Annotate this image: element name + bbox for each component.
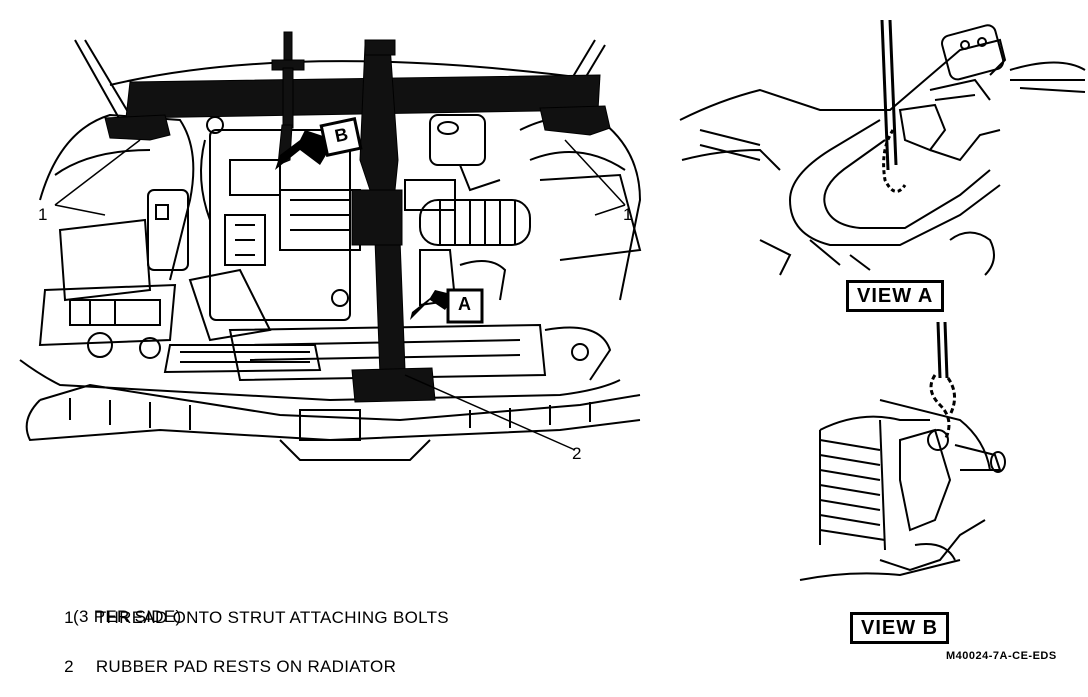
view-a-chain bbox=[880, 19, 907, 193]
callout-leaders bbox=[54, 139, 626, 451]
legend-item-1-subtext: (3 PER SIDE) bbox=[73, 607, 182, 626]
legend-item-1-number: 1 bbox=[64, 608, 74, 627]
view-a-detail bbox=[679, 24, 1086, 276]
legend-item-2-text: RUBBER PAD RESTS ON RADIATOR bbox=[95, 657, 397, 676]
engine-support-fixture bbox=[104, 31, 611, 403]
view-b-caption: VIEW B bbox=[850, 612, 950, 644]
arrow-a-pointer bbox=[410, 288, 484, 324]
legend-item-1: 1 THREAD ONTO STRUT ATTACHING BOLTS bbox=[44, 588, 449, 648]
legend-item-1-text: THREAD ONTO STRUT ATTACHING BOLTS bbox=[95, 608, 449, 627]
legend-item-2: 2 RUBBER PAD RESTS ON RADIATOR bbox=[44, 637, 396, 697]
fixture-left-foot bbox=[104, 114, 171, 141]
legend-item-2-number: 2 bbox=[64, 657, 74, 676]
callout-1-left: 1 bbox=[38, 205, 48, 224]
figure-code: M40024-7A-CE-EDS bbox=[946, 650, 1057, 662]
view-b-chain bbox=[929, 321, 956, 441]
view-b-detail bbox=[799, 399, 1006, 581]
engine-support-diagram bbox=[19, 19, 1086, 581]
fixture-right-foot bbox=[539, 105, 611, 136]
arrow-a-label: A bbox=[458, 294, 471, 314]
callout-1-right: 1 bbox=[623, 205, 633, 224]
engine-bay-view bbox=[19, 39, 642, 461]
arrow-b-pointer bbox=[275, 117, 363, 170]
callout-2: 2 bbox=[572, 444, 582, 463]
view-a-caption: VIEW A bbox=[846, 280, 945, 312]
fixture-rubber-pad bbox=[351, 367, 436, 403]
